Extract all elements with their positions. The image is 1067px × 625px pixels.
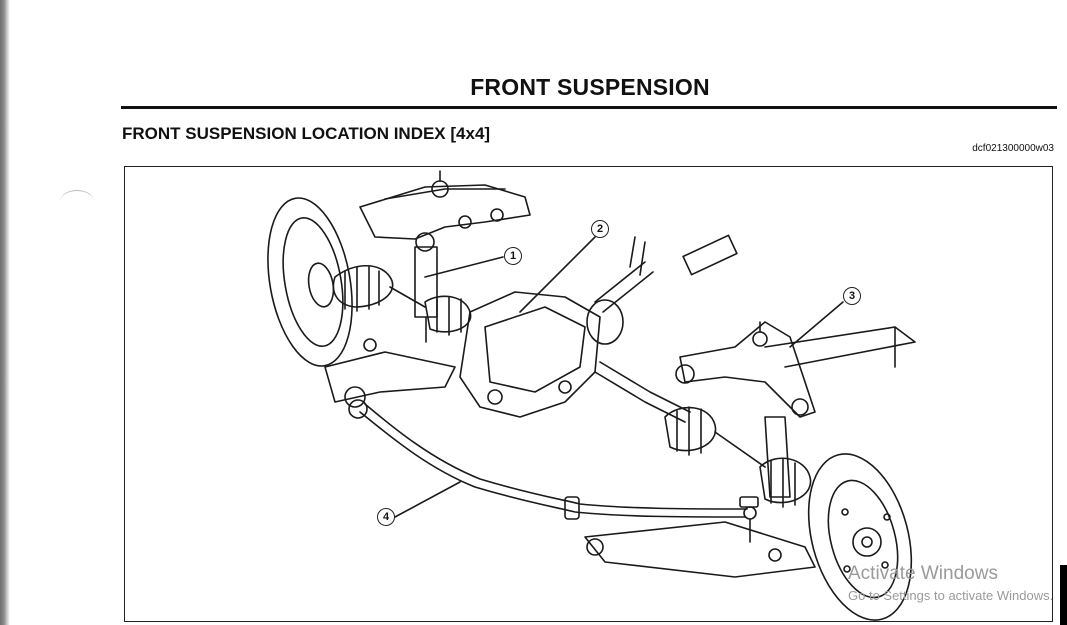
right-inner-boot bbox=[664, 406, 717, 452]
left-upper-control-arm bbox=[359, 184, 531, 240]
callout-3: 3 bbox=[843, 287, 861, 305]
suspension-figure-frame: 1 2 3 4 bbox=[124, 166, 1053, 622]
left-lower-control-arm bbox=[324, 351, 456, 403]
frame-rail bbox=[764, 326, 916, 368]
front-differential bbox=[459, 291, 601, 418]
document-code: dcf021300000w03 bbox=[972, 143, 1054, 154]
right-lower-control-arm bbox=[584, 521, 816, 578]
activate-windows-subtitle: Go to Settings to activate Windows. bbox=[848, 588, 1054, 603]
callout-4: 4 bbox=[377, 508, 395, 526]
screen-edge-bar bbox=[1060, 565, 1067, 625]
title-rule bbox=[121, 106, 1057, 109]
right-upper-control-arm bbox=[679, 321, 816, 418]
propeller-shaft bbox=[594, 261, 654, 313]
section-heading: FRONT SUSPENSION LOCATION INDEX [4x4] bbox=[122, 124, 491, 143]
left-inner-boot bbox=[424, 295, 472, 333]
right-drive-shaft bbox=[594, 371, 686, 423]
suspension-illustration bbox=[267, 170, 916, 621]
page-title: FRONT SUSPENSION bbox=[470, 74, 710, 100]
stabilizer-bar bbox=[359, 411, 746, 518]
scan-artifact-mark bbox=[60, 190, 94, 213]
left-cv-boot bbox=[332, 265, 394, 308]
right-outer-boot bbox=[759, 457, 812, 504]
right-brake-rotor bbox=[807, 453, 913, 621]
left-brake-rotor bbox=[267, 197, 353, 367]
scanner-edge-strip bbox=[0, 0, 10, 625]
activate-windows-watermark: Activate Windows bbox=[848, 563, 998, 584]
callout-2: 2 bbox=[591, 220, 609, 238]
callout-1: 1 bbox=[504, 247, 522, 265]
